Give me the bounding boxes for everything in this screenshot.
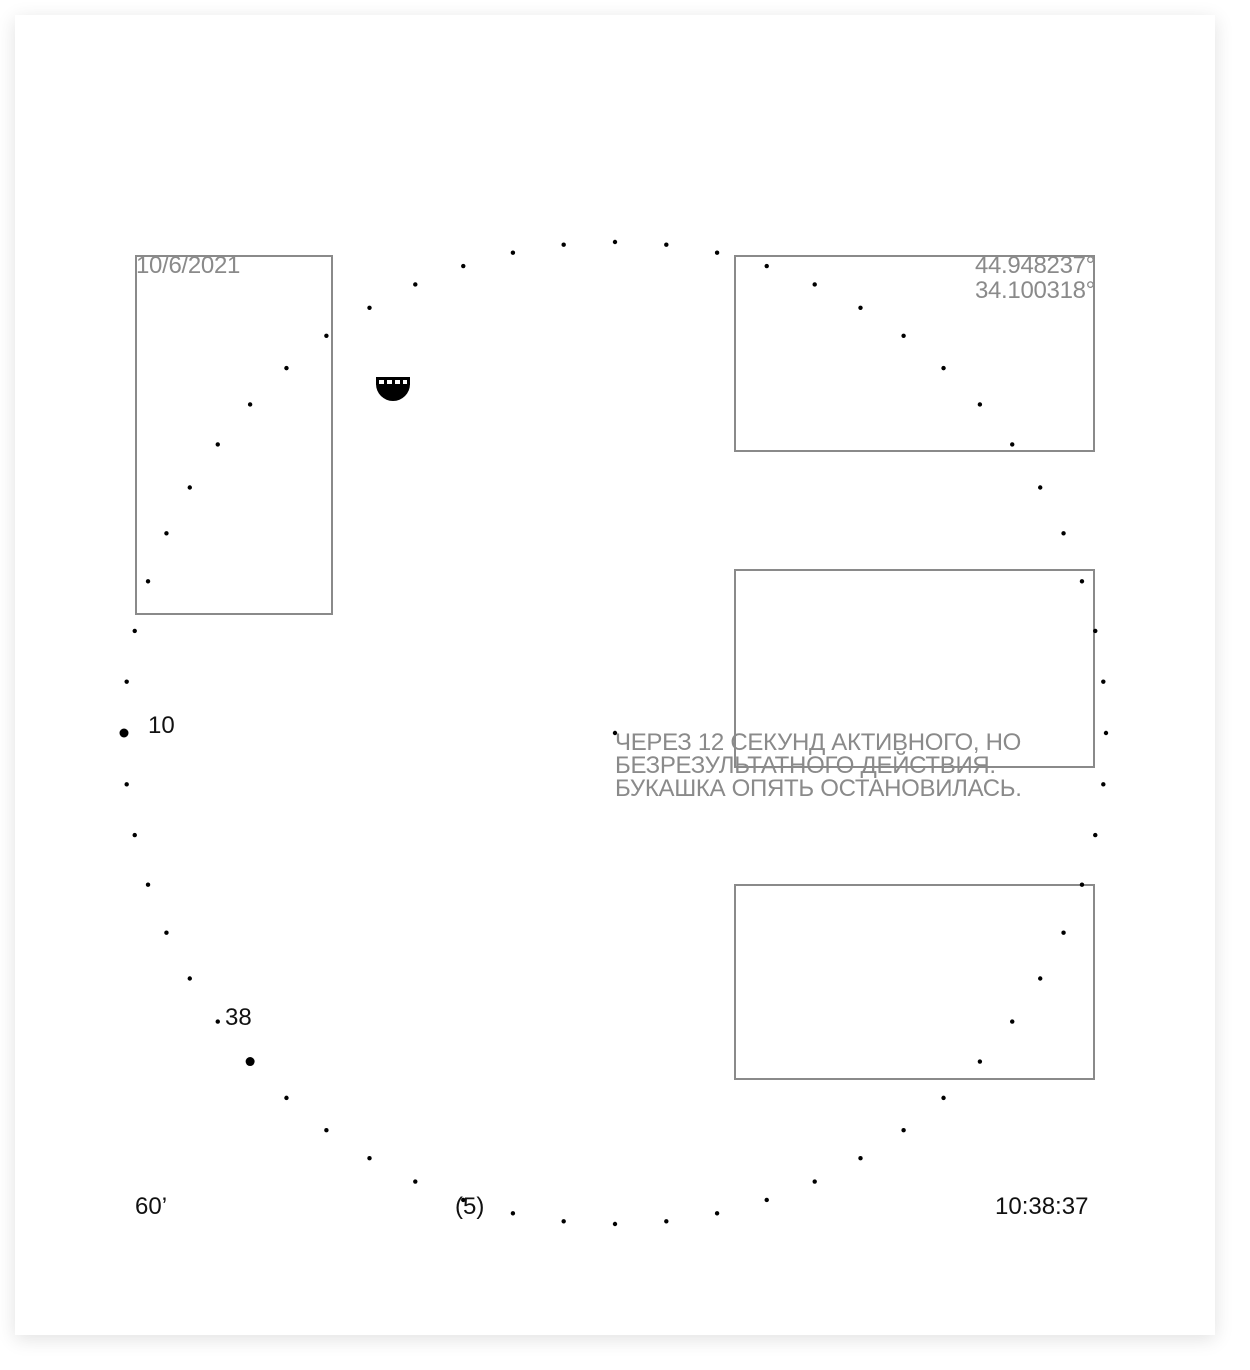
dial-dot [561, 242, 566, 247]
message-line-1: ЧЕРЕЗ 12 СЕКУНД АКТИВНОГО, НО [615, 729, 1021, 756]
dial-dot [977, 402, 983, 407]
date-label: 10/6/2021 [136, 252, 241, 279]
latitude: 44.948237° [974, 252, 1095, 279]
message-line-2: БЕЗРЕЗУЛЬТАТНОГО ДЕЙСТВИЯ. [615, 752, 996, 779]
dial-dot [812, 282, 817, 287]
dial-dot [187, 485, 192, 490]
dial-dot [510, 1211, 516, 1216]
dial-dot [1079, 882, 1085, 887]
dial-dot [901, 1128, 906, 1133]
longitude: 34.100318° [974, 277, 1095, 304]
marker-dot [119, 728, 129, 738]
dial-dot [1103, 730, 1109, 736]
dial-dot [215, 1019, 220, 1024]
frame-mid-right [734, 569, 1095, 768]
dial-dot [1101, 679, 1106, 684]
dial-dot [1038, 485, 1043, 490]
dial-dot [1093, 832, 1098, 838]
dial-dot [714, 250, 720, 255]
frame-left [135, 255, 333, 615]
dial-dot [941, 1095, 946, 1101]
duration-label: 60’ [135, 1193, 168, 1220]
page-card [15, 15, 1215, 1335]
dial-dot [124, 782, 129, 787]
marker-dot [245, 1057, 255, 1067]
dial-dot [367, 1156, 372, 1161]
dial-dot [367, 305, 372, 310]
dial-dot [664, 1219, 669, 1224]
dial-dot [1093, 628, 1098, 634]
dial-dot [612, 1221, 618, 1227]
dial-dot [612, 239, 618, 245]
dial-dot [1101, 782, 1106, 787]
dial-dot [413, 1179, 418, 1184]
dial-dot [215, 442, 220, 447]
dial-dot [1061, 531, 1066, 536]
marker-label-10: 10 [148, 712, 175, 739]
dial-dot [145, 579, 151, 584]
dial-dot [1010, 442, 1015, 447]
dial-dot [764, 1197, 769, 1203]
dial-dot [664, 242, 669, 247]
marker-label-38: 38 [225, 1004, 252, 1031]
time-label: 10:38:37 [995, 1193, 1089, 1220]
dial-dot [941, 365, 946, 371]
dial-dot [145, 882, 151, 887]
dial-dot [858, 305, 863, 310]
dial-dot [1079, 579, 1085, 584]
dial-dot [247, 402, 253, 407]
dial-dot [812, 1179, 817, 1184]
dial-dot [461, 263, 466, 269]
dial-dot [977, 1059, 983, 1064]
dial-dot [284, 1095, 289, 1101]
dial-dot [1038, 976, 1043, 981]
dial-dot [124, 679, 129, 684]
frame-bottom-right [734, 884, 1095, 1080]
dial-dot [413, 282, 418, 287]
dial-dot [764, 263, 769, 269]
dial-dot [164, 930, 169, 935]
frame-top-right [734, 255, 1095, 452]
message-line-3: БУКАШКА ОПЯТЬ ОСТАНОВИЛАСЬ. [615, 775, 1022, 802]
dial-dot [132, 832, 137, 838]
dial-dot [858, 1156, 863, 1161]
dial-dot [1061, 930, 1066, 935]
dial-dot [1010, 1019, 1015, 1024]
bug-icon [376, 377, 410, 401]
dial-dot [901, 333, 906, 338]
dial-dot [284, 365, 289, 371]
dial-dot [461, 1197, 466, 1203]
dial-dot [714, 1211, 720, 1216]
dial-dot [324, 1128, 329, 1133]
count-label: (5) [455, 1193, 485, 1220]
dial-dot [510, 250, 516, 255]
dial-dot [187, 976, 192, 981]
dial-dot [132, 628, 137, 634]
dial-dot [164, 531, 169, 536]
dial-dot [324, 333, 329, 338]
dial-dot [561, 1219, 566, 1224]
center-dot [612, 730, 618, 736]
